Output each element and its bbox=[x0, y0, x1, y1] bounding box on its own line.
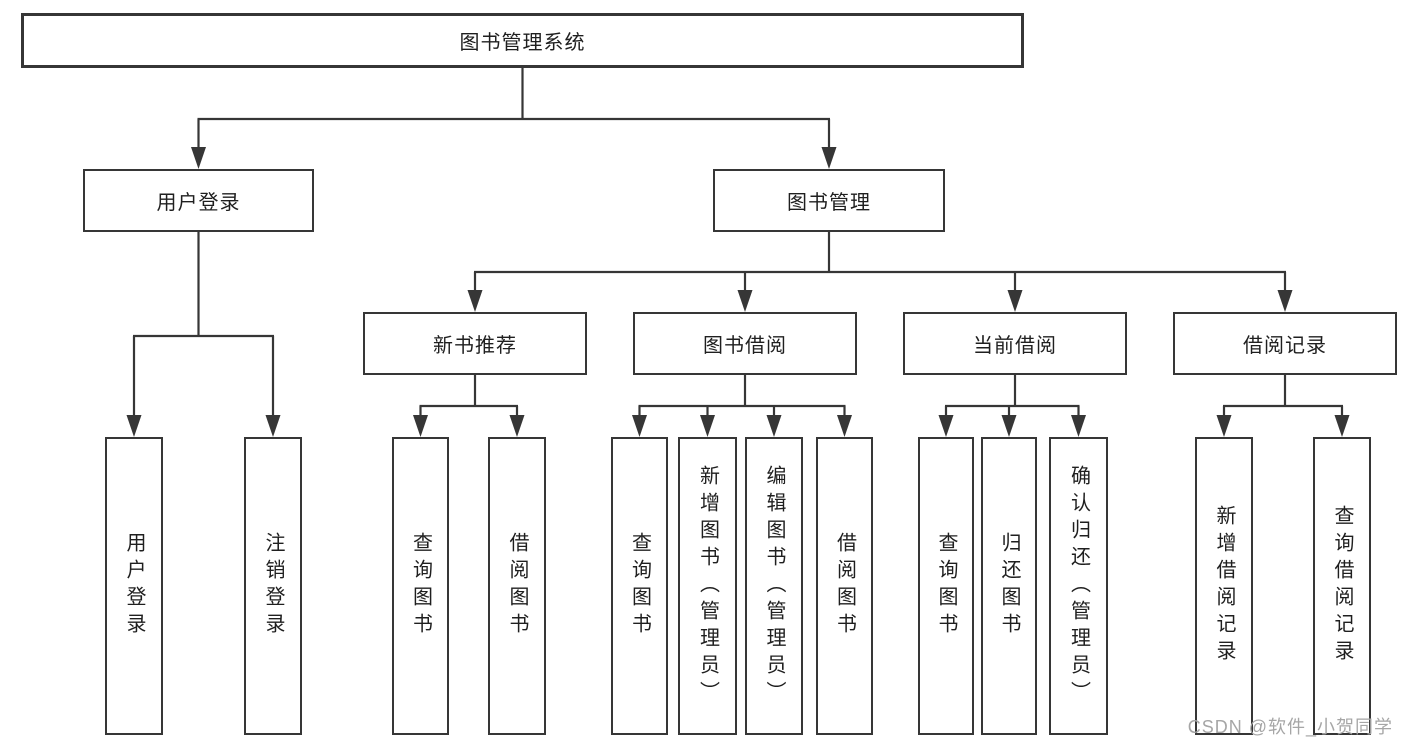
arrowhead-icon bbox=[467, 290, 483, 312]
leaf-edit-book-admin: 编辑图书（管理员） bbox=[745, 437, 803, 735]
leaf-borrow-books-1: 借阅图书 bbox=[488, 437, 546, 735]
arrowhead-icon bbox=[191, 147, 206, 169]
node-label: 新增图书（管理员） bbox=[696, 464, 719, 708]
arrowhead-icon bbox=[509, 415, 525, 437]
leaf-confirm-return-admin: 确认归还（管理员） bbox=[1049, 437, 1108, 735]
arrowhead-icon bbox=[1277, 290, 1293, 312]
node-label: 当前借阅 bbox=[973, 335, 1057, 357]
leaf-return-book: 归还图书 bbox=[981, 437, 1037, 735]
arrowhead-icon bbox=[1007, 290, 1023, 312]
connector-current-children bbox=[938, 375, 1086, 437]
node-book-borrowing: 图书借阅 bbox=[633, 312, 857, 375]
arrowhead-icon bbox=[1216, 415, 1232, 437]
node-label: 借阅图书 bbox=[506, 532, 528, 640]
connector-userlogin-children bbox=[126, 232, 281, 437]
node-label: 图书管理 bbox=[787, 192, 871, 214]
node-label: 新增借阅记录 bbox=[1213, 505, 1235, 667]
leaf-query-books-2: 查询图书 bbox=[611, 437, 668, 735]
arrowhead-icon bbox=[1071, 415, 1086, 437]
node-user-login-branch: 用户登录 bbox=[83, 169, 314, 232]
node-borrowing-records: 借阅记录 bbox=[1173, 312, 1397, 375]
node-label: 借阅记录 bbox=[1243, 335, 1327, 357]
arrowhead-icon bbox=[413, 415, 428, 437]
node-label: 图书借阅 bbox=[703, 335, 787, 357]
arrowhead-icon bbox=[821, 147, 837, 169]
node-label: 用户登录 bbox=[123, 532, 145, 640]
arrowhead-icon bbox=[700, 415, 715, 437]
arrowhead-icon bbox=[737, 290, 753, 312]
node-book-management-branch: 图书管理 bbox=[713, 169, 945, 232]
node-label: 编辑图书（管理员） bbox=[763, 464, 785, 708]
leaf-query-borrow-record: 查询借阅记录 bbox=[1313, 437, 1371, 735]
connector-borrowing-children bbox=[632, 375, 852, 437]
leaf-add-borrow-record: 新增借阅记录 bbox=[1195, 437, 1253, 735]
node-label: 查询借阅记录 bbox=[1331, 505, 1353, 667]
node-label: 图书管理系统 bbox=[459, 32, 586, 54]
node-label: 查询图书 bbox=[409, 532, 432, 640]
csdn-watermark: CSDN @软件_小贺同学 bbox=[1187, 717, 1393, 737]
leaf-borrow-books-2: 借阅图书 bbox=[816, 437, 873, 735]
connector-newbook-children bbox=[413, 375, 525, 437]
node-label: 注销登录 bbox=[262, 532, 284, 640]
node-current-borrowing: 当前借阅 bbox=[903, 312, 1127, 375]
node-library-management-system: 图书管理系统 bbox=[21, 13, 1024, 68]
leaf-user-login: 用户登录 bbox=[105, 437, 163, 735]
connector-bookmgmt-children bbox=[467, 232, 1293, 312]
leaf-query-books-3: 查询图书 bbox=[918, 437, 974, 735]
node-label: 借阅图书 bbox=[833, 532, 856, 640]
node-label: 查询图书 bbox=[628, 532, 651, 640]
node-label: 新书推荐 bbox=[433, 335, 517, 357]
arrowhead-icon bbox=[1334, 415, 1350, 437]
arrowhead-icon bbox=[265, 415, 281, 437]
node-label: 确认归还（管理员） bbox=[1067, 464, 1090, 708]
leaf-logout: 注销登录 bbox=[244, 437, 302, 735]
arrowhead-icon bbox=[632, 415, 647, 437]
connector-root-to-level2 bbox=[191, 68, 837, 169]
arrowhead-icon bbox=[1001, 415, 1017, 437]
node-label: 用户登录 bbox=[156, 192, 241, 214]
arrowhead-icon bbox=[837, 415, 852, 437]
node-label: 归还图书 bbox=[998, 532, 1020, 640]
node-label: 查询图书 bbox=[935, 532, 957, 640]
arrowhead-icon bbox=[126, 415, 142, 437]
leaf-query-books-1: 查询图书 bbox=[392, 437, 449, 735]
leaf-add-book-admin: 新增图书（管理员） bbox=[678, 437, 737, 735]
node-new-book-recommendation: 新书推荐 bbox=[363, 312, 587, 375]
arrowhead-icon bbox=[766, 415, 782, 437]
arrowhead-icon bbox=[938, 415, 954, 437]
connector-records-children bbox=[1216, 375, 1350, 437]
